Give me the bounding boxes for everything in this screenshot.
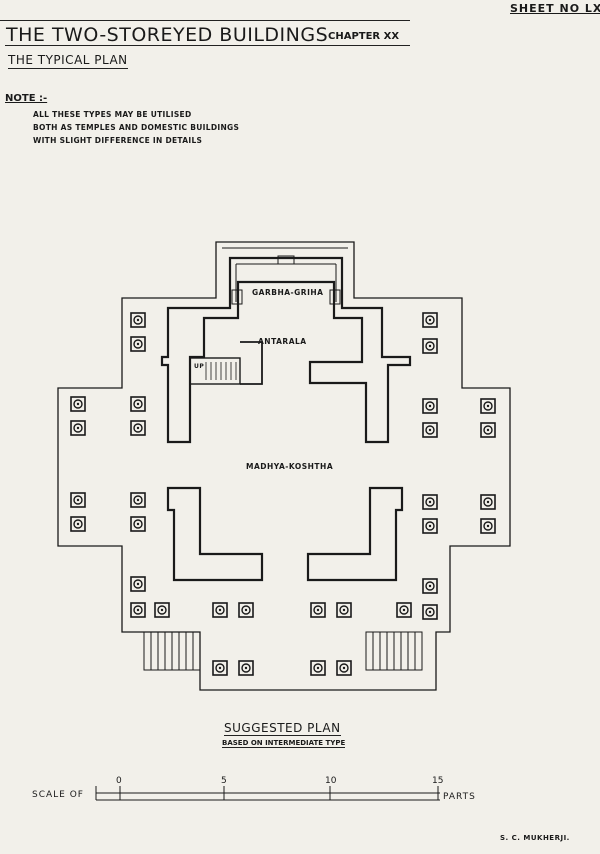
column-base xyxy=(70,516,86,532)
column-base xyxy=(480,518,496,534)
column-base xyxy=(422,604,438,620)
author-signature: S. C. MUKHERJI. xyxy=(500,834,570,842)
room-label-garbha-griha: GARBHA-GRIHA xyxy=(252,288,324,297)
title-underline xyxy=(5,45,410,46)
note-label: NOTE :- xyxy=(5,93,48,104)
right-hall-wall xyxy=(306,486,404,582)
column-base xyxy=(130,420,146,436)
column-base xyxy=(480,422,496,438)
sheet-number: SHEET NO LX xyxy=(510,2,600,15)
column-base xyxy=(70,420,86,436)
plan-caption: SUGGESTED PLAN xyxy=(224,721,341,736)
title-top-rule xyxy=(0,20,410,21)
scale-tick-label: 15 xyxy=(432,776,444,786)
column-base xyxy=(422,518,438,534)
scale-tick-label: 10 xyxy=(325,776,337,786)
column-base xyxy=(70,396,86,412)
column-base xyxy=(130,396,146,412)
chapter-label: CHAPTER XX xyxy=(328,31,400,42)
column-base xyxy=(130,312,146,328)
column-base xyxy=(154,602,170,618)
column-base xyxy=(422,494,438,510)
column-base xyxy=(238,602,254,618)
column-base xyxy=(422,312,438,328)
column-base xyxy=(422,578,438,594)
front-steps-right xyxy=(365,631,423,671)
stair-up-label: UP xyxy=(194,363,205,370)
plinth-outline xyxy=(57,241,511,691)
staircase xyxy=(189,357,241,385)
scale-label: SCALE OF xyxy=(32,790,84,800)
scale-tick-label: 5 xyxy=(221,776,227,786)
plan-caption-sub: BASED ON INTERMEDIATE TYPE xyxy=(222,739,346,748)
sanctum-wall xyxy=(160,256,412,444)
scale-unit: PARTS xyxy=(443,792,476,802)
room-label-antarala: ANTARALA xyxy=(258,337,307,346)
column-base xyxy=(130,492,146,508)
column-base xyxy=(70,492,86,508)
column-base xyxy=(130,336,146,352)
column-base xyxy=(310,660,326,676)
column-base xyxy=(396,602,412,618)
note-line: BOTH AS TEMPLES AND DOMESTIC BUILDINGS xyxy=(33,123,240,132)
column-base xyxy=(130,576,146,592)
column-base xyxy=(130,602,146,618)
front-steps-left xyxy=(143,631,201,671)
column-base xyxy=(212,602,228,618)
column-base xyxy=(336,602,352,618)
left-hall-wall xyxy=(166,486,264,582)
sanctum-door xyxy=(277,255,295,265)
note-line: WITH SLIGHT DIFFERENCE IN DETAILS xyxy=(33,136,203,145)
column-base xyxy=(310,602,326,618)
column-base xyxy=(238,660,254,676)
scale-tick-label: 0 xyxy=(116,776,122,786)
note-line: ALL THESE TYPES MAY BE UTILISED xyxy=(33,110,192,119)
scale-bar xyxy=(95,786,440,801)
drawing-title: THE TWO-STOREYED BUILDINGS xyxy=(6,24,329,46)
column-base xyxy=(336,660,352,676)
column-base xyxy=(480,494,496,510)
column-base xyxy=(422,398,438,414)
column-base xyxy=(480,398,496,414)
drawing-subtitle: THE TYPICAL PLAN xyxy=(8,53,128,69)
column-base xyxy=(422,422,438,438)
column-base xyxy=(212,660,228,676)
column-base xyxy=(422,338,438,354)
column-base xyxy=(130,516,146,532)
room-label-madhya-koshtha: MADHYA-KOSHTHA xyxy=(246,462,334,471)
